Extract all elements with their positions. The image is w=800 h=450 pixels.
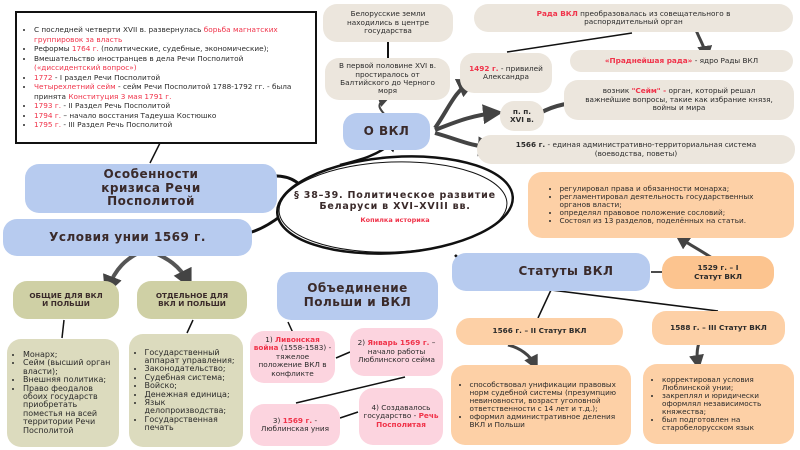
center-lands-node: Белорусские земли находились в центре го… <box>323 4 453 42</box>
separate-list: Государственный аппарат управления;Закон… <box>129 334 243 447</box>
separate-item: Законодательство; <box>145 364 240 373</box>
first-statute-item: регулировал права и обязанности монарха; <box>560 184 775 193</box>
first-statute-list: регулировал права и обязанности монарха;… <box>528 172 794 238</box>
second-statute-node: 1566 г. – II Статут ВКЛ <box>456 318 623 345</box>
unification-step-1: 1) Ливонская война (1558-1583) - тяжелое… <box>250 331 335 383</box>
center-subtitle: Копилка историка <box>360 215 430 224</box>
separate-item: Язык делопроизводства; <box>145 398 240 416</box>
sejm-node: возник "Сейм" - орган, который решал важ… <box>564 80 794 120</box>
statutes-node[interactable]: Статуты ВКЛ <box>452 253 650 291</box>
first-statute-item: Состоял из 13 разделов, поделённых на ст… <box>560 216 775 225</box>
y1566-admin-node: 1566 г. - единая административно-террито… <box>477 135 795 164</box>
crisis-list-item: 1772 - I раздел Речи Посполитой <box>34 73 310 82</box>
privilege-node: 1492 г. - привилей Александра <box>460 53 552 93</box>
unification-step-4: 4) Создавалось государство - Речь Поспол… <box>359 388 443 445</box>
crisis-list-box: С последней четверти XVII в. развернулас… <box>15 11 317 144</box>
separate-node: ОТДЕЛЬНОЕ ДЛЯ ВКЛ И ПОЛЬШИ <box>137 281 247 319</box>
extent-node: В первой половине XVI в. простиралось от… <box>325 58 450 100</box>
crisis-list-item: Реформы 1764 г. (политические, судебные,… <box>34 44 310 53</box>
common-list: Монарх;Сейм (высший орган власти);Внешня… <box>7 339 119 447</box>
pradnya-node: «Праднейшая рада» - ядро Рады ВКЛ <box>570 50 793 72</box>
crisis-list-item: 1794 г. – начало восстания Тадеуша Костю… <box>34 111 310 120</box>
common-item: Право феодалов обоих государств приобрет… <box>23 384 115 435</box>
second-statute-items: способствовал унификации правовых норм с… <box>458 380 625 429</box>
common-item: Сейм (высший орган власти); <box>23 359 115 376</box>
crisis-list-item: Вмешательство иностранцев в дела Речи По… <box>34 54 310 73</box>
third-statute-item: закреплял и юридически оформлял независи… <box>662 391 787 416</box>
third-statute-node: 1588 г. – III Статут ВКЛ <box>652 311 785 345</box>
first-statute-node: 1529 г. – I Статут ВКЛ <box>662 256 774 289</box>
unification-step-3: 3) 1569 г. - Люблинская уния <box>250 404 340 446</box>
separate-item: Государственная печать <box>145 415 240 433</box>
crisis-list-item: С последней четверти XVII в. развернулас… <box>34 25 310 44</box>
separate-item: Государственный аппарат управления; <box>145 348 240 366</box>
common-item: Внешняя политика; <box>23 375 115 384</box>
separate-items: Государственный аппарат управления;Закон… <box>133 348 240 433</box>
common-item: Монарх; <box>23 350 115 359</box>
crisis-node[interactable]: Особенности кризиса Речи Посполитой <box>25 164 277 213</box>
crisis-list-item: 1795 г. - III Раздел Речь Посполитой <box>34 120 310 129</box>
center-title-line2: Беларуси в XVI–XVIII вв. <box>319 200 471 212</box>
third-statute-items: корректировал условия Люблинской унии;за… <box>650 375 787 432</box>
first-statute-item: регламентировал деятельность государстве… <box>560 192 775 209</box>
pp-node: п. п. XVI в. <box>500 101 544 131</box>
crisis-list: С последней четверти XVII в. развернулас… <box>22 25 310 129</box>
third-statute-item: был подготовлен на старобелорусском язык <box>662 415 787 432</box>
separate-item: Войско; <box>145 381 240 390</box>
crisis-list-item: Четырехлетний сейм - сейм Речи Посполито… <box>34 82 310 101</box>
second-statute-item: способствовал унификации правовых норм с… <box>470 380 625 413</box>
third-statute-item: корректировал условия Люблинской унии; <box>662 375 787 392</box>
common-items: Монарх;Сейм (высший орган власти);Внешня… <box>11 350 115 435</box>
second-statute-item: оформил административное деления ВКЛ и П… <box>470 412 625 429</box>
unification-node[interactable]: Объединение Польши и ВКЛ <box>277 272 438 320</box>
common-node: ОБЩИЕ ДЛЯ ВКЛ И ПОЛЬШИ <box>13 281 119 319</box>
unification-step-2: 2) Январь 1569 г. – начало работы Люблин… <box>350 328 443 376</box>
first-statute-items: регулировал права и обязанности монарха;… <box>548 184 775 225</box>
separate-item: Судебная система; <box>145 373 240 382</box>
first-statute-item: определял правовое положение сословий; <box>560 208 775 217</box>
center-title: § 38–39. Политическое развитие Беларуси … <box>285 185 505 230</box>
third-statute-list: корректировал условия Люблинской унии;за… <box>643 364 794 444</box>
union-conditions-node[interactable]: Условия унии 1569 г. <box>3 219 252 256</box>
second-statute-list: способствовал унификации правовых норм с… <box>451 365 631 445</box>
separate-item: Денежная единица; <box>145 390 240 399</box>
about-gdl-node[interactable]: О ВКЛ <box>343 113 430 150</box>
rada-node: Рада ВКЛ преобразовалась из совещательно… <box>474 4 793 32</box>
crisis-list-item: 1793 г. - II Раздел Речь Посполитой <box>34 101 310 110</box>
